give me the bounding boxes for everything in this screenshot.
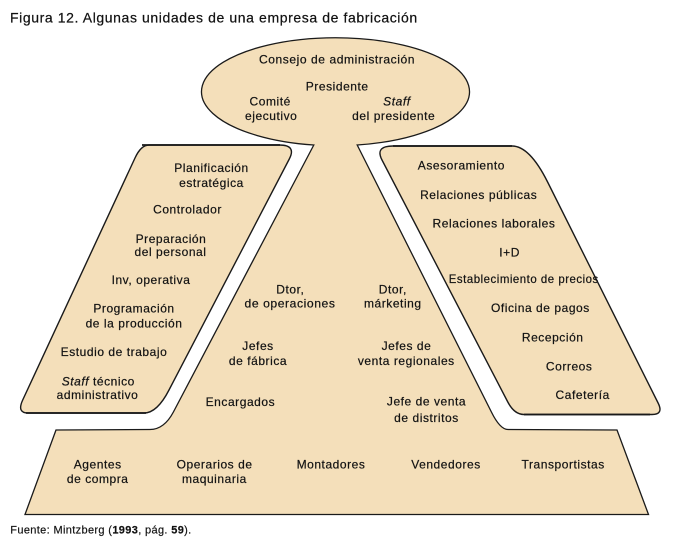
svg-text:Relaciones laborales: Relaciones laborales bbox=[433, 216, 556, 230]
svg-text:Presidente: Presidente bbox=[306, 80, 369, 94]
svg-text:Jefes de: Jefes de bbox=[382, 339, 432, 353]
svg-text:ejecutivo: ejecutivo bbox=[245, 109, 297, 123]
svg-text:de compra: de compra bbox=[67, 472, 129, 486]
svg-text:Inv, operativa: Inv, operativa bbox=[112, 273, 191, 287]
svg-text:Oficina de pagos: Oficina de pagos bbox=[491, 301, 590, 315]
svg-text:de fábrica: de fábrica bbox=[229, 354, 287, 368]
svg-text:de la producción: de la producción bbox=[86, 317, 183, 331]
svg-text:de distritos: de distritos bbox=[394, 411, 459, 425]
svg-text:Consejo de administración: Consejo de administración bbox=[259, 52, 415, 66]
svg-text:Cafetería: Cafetería bbox=[556, 388, 610, 402]
svg-text:Controlador: Controlador bbox=[153, 203, 222, 217]
svg-text:Fuente: Mintzberg (1993, pág.: Fuente: Mintzberg (1993, pág. 59). bbox=[10, 524, 191, 536]
svg-text:Correos: Correos bbox=[546, 360, 593, 374]
svg-text:Recepción: Recepción bbox=[522, 331, 584, 345]
svg-text:Asesoramiento: Asesoramiento bbox=[418, 159, 505, 173]
svg-text:Programación: Programación bbox=[93, 302, 174, 316]
svg-text:Estudio de trabajo: Estudio de trabajo bbox=[61, 345, 168, 359]
svg-text:Jefes: Jefes bbox=[242, 339, 273, 353]
svg-text:Dtor,: Dtor, bbox=[379, 282, 407, 296]
svg-text:Relaciones públicas: Relaciones públicas bbox=[420, 188, 537, 202]
svg-text:del presidente: del presidente bbox=[352, 109, 435, 123]
svg-text:Planificación: Planificación bbox=[174, 161, 249, 175]
svg-text:Agentes: Agentes bbox=[74, 457, 122, 471]
svg-text:Jefe de venta: Jefe de venta bbox=[387, 394, 466, 408]
svg-text:Establecimiento de precios: Establecimiento de precios bbox=[449, 272, 599, 286]
svg-text:Operarios de: Operarios de bbox=[177, 457, 253, 471]
svg-text:Dtor,: Dtor, bbox=[276, 282, 304, 296]
svg-text:maquinaria: maquinaria bbox=[182, 472, 247, 486]
svg-text:Preparación: Preparación bbox=[136, 232, 207, 246]
svg-text:Staff técnico: Staff técnico bbox=[62, 375, 135, 389]
svg-text:Staff: Staff bbox=[383, 94, 412, 108]
svg-text:Vendedores: Vendedores bbox=[411, 457, 481, 471]
svg-text:Encargados: Encargados bbox=[206, 395, 276, 409]
svg-text:márketing: márketing bbox=[364, 296, 422, 310]
svg-text:Transportistas: Transportistas bbox=[522, 457, 605, 471]
svg-text:estratégica: estratégica bbox=[179, 176, 244, 190]
svg-text:Montadores: Montadores bbox=[297, 457, 366, 471]
svg-text:venta regionales: venta regionales bbox=[358, 354, 455, 368]
svg-text:de operaciones: de operaciones bbox=[245, 296, 336, 310]
svg-text:Comité: Comité bbox=[250, 94, 291, 108]
svg-text:I+D: I+D bbox=[499, 245, 520, 259]
svg-text:Figura 12. Algunas unidades de: Figura 12. Algunas unidades de una empre… bbox=[10, 10, 418, 26]
svg-text:del personal: del personal bbox=[135, 245, 207, 259]
svg-text:administrativo: administrativo bbox=[57, 388, 139, 402]
